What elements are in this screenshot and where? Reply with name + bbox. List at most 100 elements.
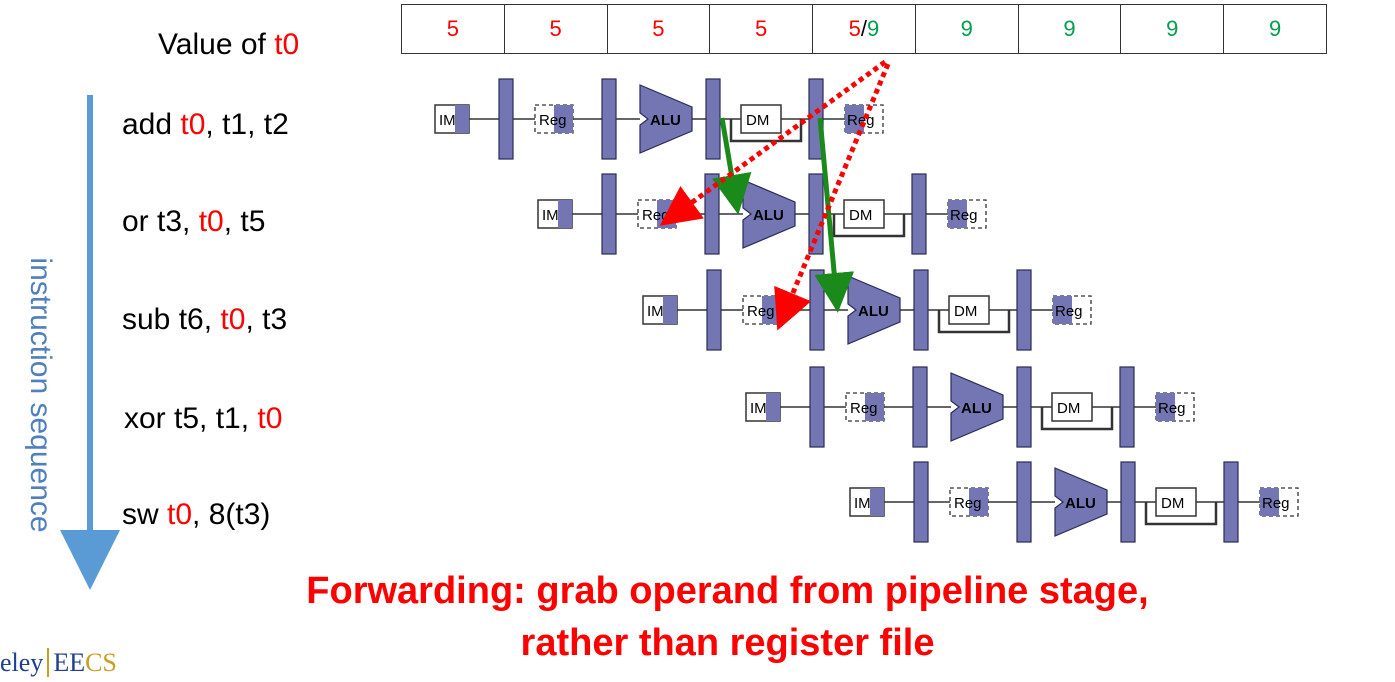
dm-box: [843, 199, 885, 229]
value-cell: 9: [1223, 4, 1327, 54]
im-label: IM: [647, 303, 664, 320]
reg-write-label: Reg: [1262, 495, 1290, 512]
reg-read-label: Reg: [747, 303, 775, 320]
caption-line-1: Forwarding: grab operand from pipeline s…: [306, 570, 1149, 612]
dm-box: [948, 295, 990, 325]
reg-read-label: Reg: [850, 400, 878, 417]
instruction-text: or t3,: [122, 205, 199, 238]
pipeline-register-bar: [911, 173, 927, 255]
register-t0-highlight: t0: [167, 498, 193, 531]
forward-arrow-ex-to-ex: [711, 117, 752, 215]
register-t0-highlight: t0: [257, 402, 283, 435]
register-t0-highlight: t0: [220, 303, 246, 336]
pipeline-register-bar: [1120, 461, 1136, 543]
value-of-t0-label: Value of t0: [158, 28, 299, 62]
im-label: IM: [439, 112, 456, 129]
dm-bypass-wire: [1144, 502, 1218, 526]
instruction-label: or t3, t0, t5: [122, 205, 265, 239]
instruction-label: xor t5, t1, t0: [124, 402, 282, 436]
value-cell-old: 5: [549, 16, 562, 41]
instruction-label: sw t0, 8(t3): [122, 498, 270, 532]
pipeline-register-bar: [1016, 461, 1032, 543]
pipeline-register-bar: [912, 366, 928, 448]
im-label: IM: [854, 495, 871, 512]
dm-bypass-wire: [832, 214, 906, 238]
instruction-text: , t1, t2: [205, 108, 289, 141]
reg-write-label: Reg: [1055, 303, 1083, 320]
reg-read-shade: [554, 105, 573, 133]
pipeline-register-bar: [913, 461, 929, 543]
dm-label: DM: [954, 303, 977, 320]
pipeline-register-bar: [601, 78, 617, 160]
register-t0-highlight: t0: [180, 108, 206, 141]
value-cell: 5: [401, 4, 505, 54]
reg-write-shade: [1053, 296, 1072, 324]
pipeline-register-bar: [809, 269, 825, 351]
dm-label: DM: [1057, 400, 1080, 417]
reg-write-label: Reg: [950, 207, 978, 224]
dm-bypass-wire: [937, 310, 1011, 334]
dm-bypass-wire: [1040, 407, 1114, 431]
caption-line-2: rather than register file: [520, 622, 935, 664]
alu-label: ALU: [858, 303, 889, 320]
pipeline-register-bar: [1016, 366, 1032, 448]
value-cell-old: 9: [1063, 16, 1076, 41]
instruction-text: , t5: [223, 205, 266, 238]
dm-label: DM: [746, 112, 769, 129]
value-cell: 9: [914, 4, 1019, 54]
value-cell-old: 5: [446, 16, 459, 41]
forwarding-arrows: [659, 59, 891, 331]
im-label: IM: [542, 207, 559, 224]
im-box-shade: [455, 105, 469, 133]
pipeline-register-bar: [809, 366, 825, 448]
im-box-shade: [663, 296, 677, 324]
instruction-text: , 8(t3): [192, 498, 271, 531]
value-cell-old: 5: [755, 16, 768, 41]
value-cell-new: 9: [867, 16, 880, 41]
im-box-shade: [766, 393, 780, 421]
instruction-text: sw: [122, 498, 167, 531]
pipeline-row: IM Reg ALU DM Reg: [642, 269, 1092, 351]
logo-left-text: eley: [0, 648, 44, 677]
reg-read-shade: [969, 488, 988, 516]
instruction-text: , t3: [245, 303, 288, 336]
instruction-text: add: [122, 108, 181, 141]
dm-box: [740, 104, 782, 134]
instruction-text: sub t6,: [122, 303, 221, 336]
alu-shape: [1054, 467, 1108, 537]
value-label-text: Value of: [158, 28, 275, 61]
reg-read-label: Reg: [954, 495, 982, 512]
reg-read-label: Reg: [539, 112, 567, 129]
value-cell-old: 5: [848, 16, 861, 41]
instruction-text: xor t5, t1,: [124, 402, 258, 435]
reg-write-shade: [1156, 393, 1175, 421]
value-cell: 5: [606, 4, 711, 54]
reg-write-shade: [948, 200, 967, 228]
pipeline-row: IM Reg ALU DM Reg: [434, 78, 884, 160]
instruction-label: add t0, t1, t2: [122, 108, 289, 142]
alu-shape: [950, 372, 1004, 442]
logo-ee-text: EE: [53, 648, 86, 677]
pipeline-register-bar: [705, 78, 721, 160]
pipeline-register-bar: [913, 269, 929, 351]
alu-shape: [639, 84, 693, 154]
im-box-shade: [870, 488, 884, 516]
pipeline-register-bar: [1016, 269, 1032, 351]
alu-label: ALU: [1065, 495, 1096, 512]
alu-label: ALU: [650, 112, 681, 129]
reg-write-label: Reg: [847, 112, 875, 129]
reg-read-shade: [865, 393, 884, 421]
pipeline-register-bar: [1223, 461, 1239, 543]
reg-read-label: Reg: [642, 207, 670, 224]
dm-bypass-wire: [729, 119, 803, 143]
value-cell-old: 9: [1166, 16, 1179, 41]
value-cell-old: 9: [1268, 16, 1282, 41]
dm-label: DM: [849, 207, 872, 224]
